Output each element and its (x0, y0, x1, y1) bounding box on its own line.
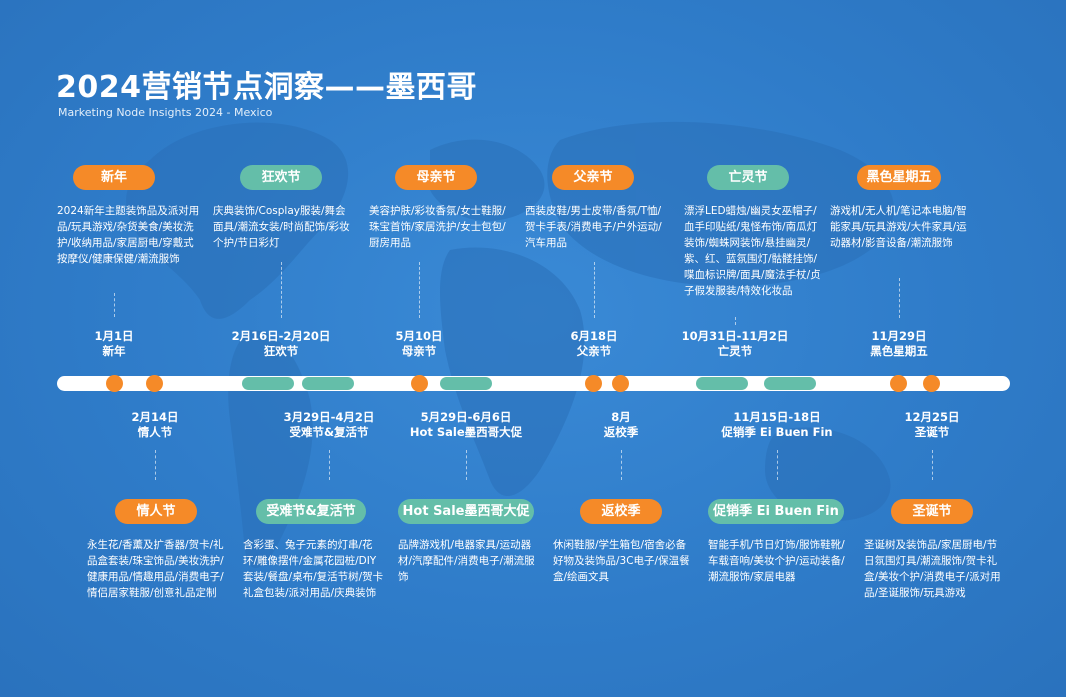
date-text: 11月29日 (871, 329, 927, 343)
event-date-new-year: 1月1日 新年 (64, 329, 164, 359)
connector-new-year (114, 293, 115, 317)
date-label: 新年 (102, 344, 126, 358)
event-pill-back-to-school: 返校季 (580, 499, 662, 524)
timeline-dot-new-year (106, 375, 123, 392)
event-pill-easter: 受难节&复活节 (256, 499, 366, 524)
timeline-bar (57, 376, 1010, 391)
event-date-hot-sale: 5月29日-6月6日 Hot Sale墨西哥大促 (396, 410, 536, 440)
connector-back-to-school (621, 450, 622, 480)
timeline-segment-carnival (242, 377, 294, 390)
date-label: 狂欢节 (263, 344, 299, 358)
event-desc-day-of-dead: 漂浮LED蜡烛/幽灵女巫帽子/血手印贴纸/鬼怪布饰/南瓜灯装饰/蜘蛛网装饰/悬挂… (684, 205, 821, 297)
date-label: 黑色星期五 (870, 344, 928, 358)
event-date-day-of-dead: 10月31日-11月2日 亡灵节 (670, 329, 800, 359)
date-text: 6月18日 (570, 329, 618, 343)
event-date-back-to-school: 8月 返校季 (571, 410, 671, 440)
event-desc-back-to-school: 休闲鞋服/学生箱包/宿舍必备好物及装饰品/3C电子/保温餐盒/绘画文具 (553, 539, 690, 583)
connector-mothers-day (419, 262, 420, 318)
timeline-segment-day-of-dead (696, 377, 748, 390)
connector-buen-fin (777, 450, 778, 480)
page-title: 2024营销节点洞察——墨西哥 (56, 70, 477, 105)
date-label: 母亲节 (401, 344, 437, 358)
event-date-christmas: 12月25日 圣诞节 (882, 410, 982, 440)
connector-valentines (155, 450, 156, 480)
connector-fathers-day (594, 262, 595, 318)
event-desc-mothers-day: 美容护肤/彩妆香氛/女士鞋服/珠宝首饰/家居洗护/女士包包/厨房用品 (369, 205, 506, 249)
date-label: Hot Sale墨西哥大促 (409, 425, 523, 439)
date-label: 受难节&复活节 (289, 425, 369, 439)
event-desc-christmas: 圣诞树及装饰品/家居厨电/节日氛围灯具/潮流服饰/贺卡礼盒/美妆个护/消费电子/… (864, 539, 1001, 599)
date-text: 8月 (611, 410, 631, 424)
event-pill-christmas: 圣诞节 (891, 499, 973, 524)
timeline-segment-easter (302, 377, 354, 390)
event-desc-carnival: 庆典装饰/Cosplay服装/舞会面具/潮流女装/时尚配饰/彩妆个护/节日彩灯 (213, 205, 350, 249)
date-text: 10月31日-11月2日 (681, 329, 789, 343)
date-label: 圣诞节 (914, 425, 950, 439)
timeline-segment-hot-sale (440, 377, 492, 390)
event-pill-valentines: 情人节 (115, 499, 197, 524)
connector-carnival (281, 262, 282, 318)
connector-day-of-dead (735, 317, 736, 325)
event-date-valentines: 2月14日 情人节 (105, 410, 205, 440)
timeline-dot-black-friday (890, 375, 907, 392)
timeline-dot-back-to-school (612, 375, 629, 392)
connector-hot-sale (466, 450, 467, 480)
date-text: 2月16日-2月20日 (231, 329, 331, 343)
date-text: 11月15日-18日 (733, 410, 821, 424)
event-date-carnival: 2月16日-2月20日 狂欢节 (211, 329, 351, 359)
event-pill-mothers-day: 母亲节 (395, 165, 477, 190)
timeline-dot-fathers-day (585, 375, 602, 392)
date-label: 情人节 (137, 425, 173, 439)
date-label: 促销季 Ei Buen Fin (721, 425, 833, 439)
timeline-segment-buen-fin (764, 377, 816, 390)
event-pill-fathers-day: 父亲节 (552, 165, 634, 190)
event-desc-new-year: 2024新年主题装饰品及派对用品/玩具游戏/杂货美食/美妆洗护/收纳用品/家居厨… (57, 205, 200, 265)
connector-christmas (932, 450, 933, 480)
connector-easter (329, 450, 330, 480)
event-date-mothers-day: 5月10日 母亲节 (369, 329, 469, 359)
date-text: 2月14日 (131, 410, 179, 424)
date-text: 5月10日 (395, 329, 443, 343)
event-date-easter: 3月29日-4月2日 受难节&复活节 (269, 410, 389, 440)
event-pill-hot-sale: Hot Sale墨西哥大促 (398, 499, 534, 524)
date-text: 5月29日-6月6日 (420, 410, 512, 424)
date-label: 父亲节 (576, 344, 612, 358)
timeline-dot-mothers-day (411, 375, 428, 392)
date-text: 3月29日-4月2日 (283, 410, 375, 424)
event-pill-carnival: 狂欢节 (240, 165, 322, 190)
event-desc-valentines: 永生花/香薰及扩香器/贺卡/礼品盒套装/珠宝饰品/美妆洗护/健康用品/情趣用品/… (87, 539, 224, 599)
event-date-buen-fin: 11月15日-18日 促销季 Ei Buen Fin (707, 410, 847, 440)
connector-black-friday (899, 278, 900, 318)
event-date-black-friday: 11月29日 黑色星期五 (849, 329, 949, 359)
date-text: 12月25日 (904, 410, 960, 424)
event-pill-day-of-dead: 亡灵节 (707, 165, 789, 190)
timeline-dot-christmas (923, 375, 940, 392)
event-pill-new-year: 新年 (73, 165, 155, 190)
date-label: 亡灵节 (717, 344, 753, 358)
event-desc-buen-fin: 智能手机/节日灯饰/服饰鞋靴/车载音响/美妆个护/运动装备/潮流服饰/家居电器 (708, 539, 845, 583)
page-subtitle: Marketing Node Insights 2024 - Mexico (58, 106, 273, 119)
event-desc-easter: 含彩蛋、兔子元素的灯串/花环/雕像摆件/金属花园桩/DIY套装/餐盘/桌布/复活… (243, 539, 384, 599)
timeline-dot-valentines (146, 375, 163, 392)
event-desc-fathers-day: 西装皮鞋/男士皮带/香氛/T恤/贺卡手表/消费电子/户外运动/汽车用品 (525, 205, 662, 249)
event-pill-buen-fin: 促销季 Ei Buen Fin (708, 499, 844, 524)
date-label: 返校季 (603, 425, 639, 439)
event-pill-black-friday: 黑色星期五 (857, 165, 941, 190)
event-desc-hot-sale: 品牌游戏机/电器家具/运动器材/汽摩配件/消费电子/潮流服饰 (398, 539, 535, 583)
date-text: 1月1日 (94, 329, 134, 343)
event-date-fathers-day: 6月18日 父亲节 (544, 329, 644, 359)
event-desc-black-friday: 游戏机/无人机/笔记本电脑/智能家具/玩具游戏/大件家具/运动器材/影音设备/潮… (830, 205, 967, 249)
